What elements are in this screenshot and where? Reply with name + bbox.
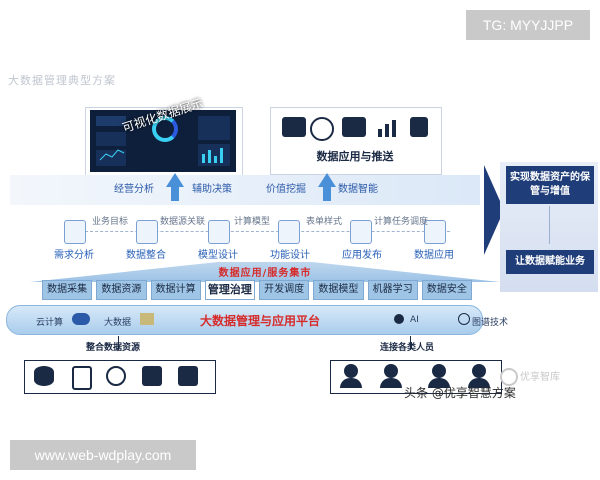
person-icon — [468, 378, 490, 388]
service-title: 数据应用/服务集市 — [218, 268, 312, 279]
decision-label: 辅助决策 — [192, 184, 232, 195]
person-icon — [380, 378, 402, 388]
platform-item-left: 大数据 — [104, 318, 132, 328]
decision-label: 经营分析 — [114, 184, 154, 195]
flow-step-label: 数据应用 — [414, 250, 454, 261]
dashboard-graphic — [96, 116, 230, 166]
chart-icon — [376, 117, 400, 137]
bubble-icon — [310, 117, 334, 141]
log-icon — [72, 366, 92, 390]
chat-icon — [282, 117, 306, 137]
ring-chart-icon — [152, 116, 178, 142]
platform-item-right: 图谱技术 — [472, 318, 509, 328]
flow-connector-label: 计算任务调度 — [374, 217, 429, 227]
flow-step-label: 数据整合 — [126, 250, 166, 261]
people-label: 连接各类人员 — [380, 343, 435, 353]
document-icon — [64, 220, 86, 244]
file-stack-icon — [178, 366, 198, 386]
watermark-top: TG: MYYJJPP — [466, 10, 590, 40]
service-box: 数据采集 — [42, 280, 93, 300]
mail-icon — [342, 117, 366, 137]
credit-logo-text: 优享智库 — [520, 372, 560, 383]
document-icon — [410, 117, 428, 137]
goal-box: 实现数据资产的保管与增值 — [506, 166, 594, 204]
push-label: 数据应用与推送 — [316, 150, 394, 163]
decision-band — [10, 175, 480, 205]
up-arrow-icon — [166, 173, 184, 187]
people-link — [410, 336, 411, 350]
platform-title: 大数据管理与应用平台 — [200, 314, 321, 328]
service-box: 机器学习 — [367, 280, 418, 300]
database-icon — [34, 366, 54, 386]
decision-label: 价值挖掘 — [266, 184, 306, 195]
person-icon — [344, 364, 358, 378]
goal-link — [549, 206, 550, 244]
up-arrow-stem — [171, 187, 179, 201]
flow-step-label: 需求分析 — [54, 250, 94, 261]
flow-connector-line — [80, 231, 450, 232]
service-row: 数据采集 数据资源 数据计算 管理治理 开发调度 数据模型 机器学习 数据安全 — [42, 280, 472, 300]
line-chart-icon — [278, 220, 300, 244]
flow-connector-label: 数据源关联 — [160, 217, 206, 227]
service-box: 数据计算 — [150, 280, 201, 300]
credit-label: 头条 @优享智慧方案 — [404, 386, 516, 400]
service-box: 数据安全 — [421, 280, 472, 300]
flow-connector-label: 表单样式 — [306, 217, 343, 227]
person-icon — [428, 378, 450, 388]
cloud-icon — [106, 366, 126, 386]
gear-icon — [136, 220, 158, 244]
resources-label: 整合数据资源 — [86, 343, 141, 353]
service-box: 数据资源 — [96, 280, 147, 300]
flow-connector-label: 业务目标 — [92, 217, 129, 227]
person-icon — [384, 364, 398, 378]
service-box-highlighted: 管理治理 — [204, 280, 255, 300]
person-icon — [472, 364, 486, 378]
server-icon — [140, 313, 154, 325]
decision-label: 数据智能 — [338, 184, 378, 195]
flow-connector-label: 计算模型 — [234, 217, 271, 227]
ai-icon — [394, 314, 404, 324]
right-arrow-icon — [484, 165, 504, 255]
service-box: 开发调度 — [259, 280, 310, 300]
cloud-icon — [72, 313, 90, 325]
flow-step-label: 模型设计 — [198, 250, 238, 261]
cubes-icon — [208, 220, 230, 244]
resource-link — [118, 336, 119, 350]
platform-item-right: AI — [410, 315, 419, 325]
goal-box: 让数据赋能业务 — [506, 250, 594, 274]
flow-step-label: 功能设计 — [270, 250, 310, 261]
credit-logo-icon — [500, 368, 518, 386]
monitor-icon — [424, 220, 446, 244]
play-icon — [142, 366, 162, 386]
graph-icon — [458, 313, 470, 325]
up-arrow-icon — [318, 173, 336, 187]
faded-title: 大数据管理典型方案 — [8, 74, 116, 87]
watermark-bottom: www.web-wdplay.com — [10, 440, 196, 470]
person-icon — [432, 364, 446, 378]
cube-icon — [350, 220, 372, 244]
service-box: 数据模型 — [313, 280, 364, 300]
flow-step-label: 应用发布 — [342, 250, 382, 261]
person-icon — [340, 378, 362, 388]
up-arrow-stem — [323, 187, 331, 201]
platform-item-left: 云计算 — [36, 318, 64, 328]
